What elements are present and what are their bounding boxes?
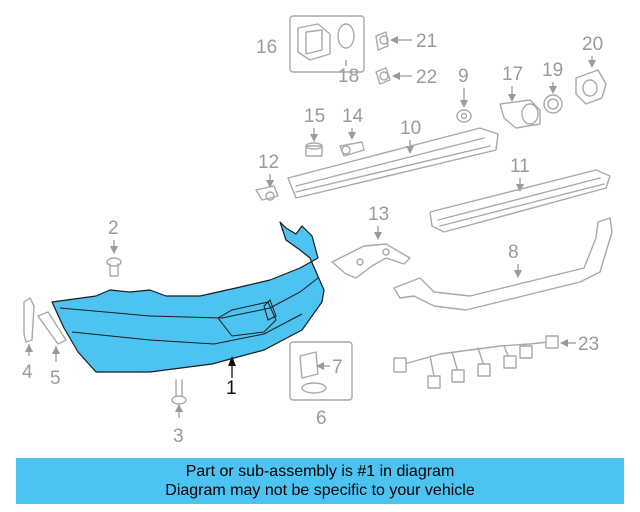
- callout-10: 10: [400, 118, 421, 139]
- part-8-valance: [393, 217, 613, 311]
- callout-12: 12: [258, 152, 279, 173]
- part-23-harness: [393, 335, 559, 389]
- callout-22: 22: [416, 67, 437, 88]
- callout-2: 2: [108, 218, 119, 239]
- callout-1: 1: [226, 378, 237, 399]
- part-1-bumper-cover[interactable]: [51, 221, 325, 373]
- part-12-bolt: [255, 185, 279, 201]
- callout-18: 18: [338, 66, 359, 87]
- callout-7: 7: [332, 357, 343, 378]
- callout-13: 13: [368, 204, 389, 225]
- part-5-trim: [37, 311, 67, 345]
- part-9-clip: [456, 109, 472, 123]
- part-10-reinforcement: [287, 127, 499, 199]
- callout-16: 16: [256, 37, 277, 58]
- part-16-18-group: [289, 15, 365, 73]
- callout-9: 9: [458, 66, 469, 87]
- part-19-ring: [543, 94, 563, 114]
- callout-3: 3: [173, 426, 184, 447]
- callout-19: 19: [542, 60, 563, 81]
- part-11-absorber: [429, 169, 611, 233]
- part-13-bracket: [331, 243, 411, 279]
- part-14-pin: [339, 141, 365, 157]
- callout-8: 8: [508, 242, 519, 263]
- banner-line-1: Part or sub-assembly is #1 in diagram: [185, 463, 455, 480]
- part-3-screw: [171, 379, 187, 405]
- callout-17: 17: [502, 64, 523, 85]
- callout-23: 23: [578, 334, 599, 355]
- info-banner: Part or sub-assembly is #1 in diagram Di…: [16, 458, 624, 504]
- part-2-screw: [106, 257, 122, 277]
- callout-21: 21: [416, 31, 437, 52]
- banner-line-2: Diagram may not be specific to your vehi…: [165, 482, 475, 499]
- callout-4: 4: [22, 362, 33, 383]
- part-21-clip: [375, 31, 389, 51]
- part-22-clip: [375, 67, 391, 85]
- callout-20: 20: [582, 34, 603, 55]
- callout-15: 15: [304, 106, 325, 127]
- part-17-sensor: [499, 99, 541, 129]
- parts-diagram: 16 18 21 22 9 17 19 20 15: [22, 15, 613, 447]
- part-6-7-group: [289, 341, 353, 401]
- part-4-guide: [23, 297, 35, 343]
- callout-14: 14: [342, 106, 364, 127]
- part-15-nut: [305, 142, 323, 157]
- callout-11: 11: [510, 156, 530, 177]
- callout-6: 6: [316, 408, 327, 429]
- callout-5: 5: [50, 368, 61, 389]
- part-20-bracket: [575, 69, 607, 105]
